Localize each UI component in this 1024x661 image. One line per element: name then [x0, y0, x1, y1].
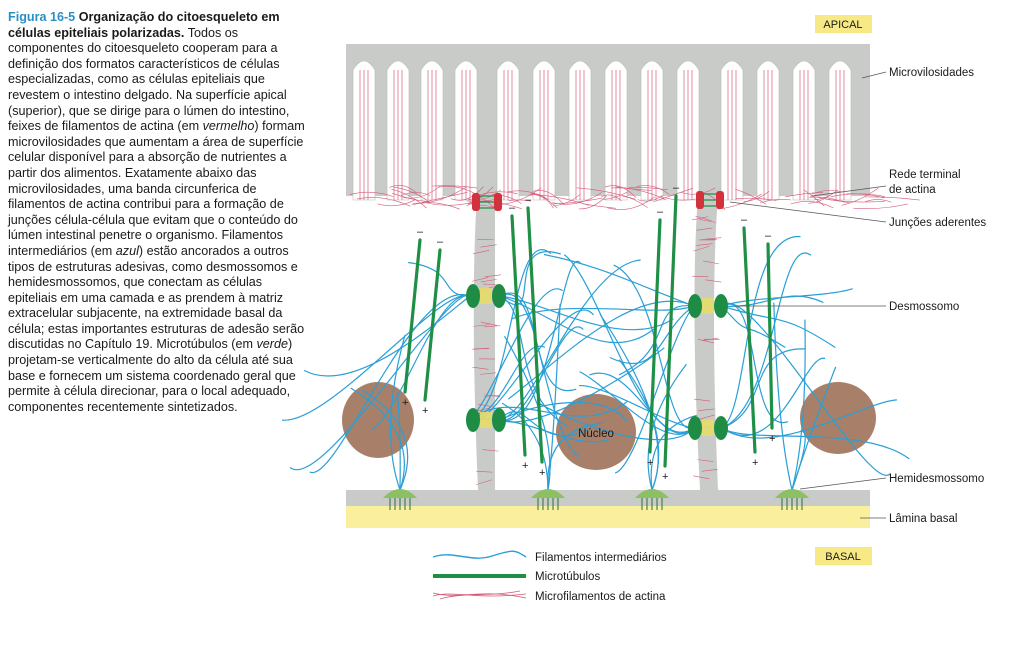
- label-terminal-web-1: Rede terminal: [889, 169, 961, 181]
- minus-end-sign: –: [741, 214, 748, 226]
- adherens-junction: [716, 191, 724, 209]
- desmosome-plaque: [492, 408, 506, 432]
- apical-tag: APICAL: [823, 19, 862, 31]
- legend: Filamentos intermediários Microtúbulos M…: [433, 551, 667, 603]
- label-terminal-web-2: de actina: [889, 184, 936, 196]
- plus-end-sign: +: [662, 471, 668, 483]
- desmosome-core: [702, 420, 714, 436]
- basal-lamina: [346, 506, 870, 528]
- plus-end-sign: +: [539, 467, 545, 479]
- label-hemidesmosome: Hemidesmossomo: [889, 473, 984, 485]
- desmosome-plaque: [466, 284, 480, 308]
- plus-end-sign: +: [422, 405, 428, 417]
- desmosome-plaque: [492, 284, 506, 308]
- plus-end-sign: +: [769, 433, 775, 445]
- basal-tag: BASAL: [825, 551, 860, 563]
- adherens-junction: [472, 193, 480, 211]
- minus-end-sign: –: [657, 206, 664, 218]
- minus-end-sign: –: [437, 236, 444, 248]
- plus-end-sign: +: [402, 397, 408, 409]
- label-basal-lamina: Lâmina basal: [889, 513, 957, 525]
- minus-end-sign: –: [765, 230, 772, 242]
- minus-end-sign: –: [417, 226, 424, 238]
- desmosome-plaque: [688, 294, 702, 318]
- legend-label-actin: Microfilamentos de actina: [535, 591, 666, 603]
- legend-swatch-actin: [433, 591, 526, 599]
- plus-end-sign: +: [752, 457, 758, 469]
- desmosome-plaque: [466, 408, 480, 432]
- basal-membrane: [346, 498, 870, 506]
- desmosome-core: [480, 288, 492, 304]
- label-desmosome: Desmossomo: [889, 301, 959, 313]
- adherens-junction: [696, 191, 704, 209]
- legend-swatch-intermediate: [433, 551, 526, 558]
- desmosome-plaque: [714, 294, 728, 318]
- minus-end-sign: –: [525, 194, 532, 206]
- desmosome-plaque: [688, 416, 702, 440]
- label-microvilli: Microvilosidades: [889, 67, 974, 79]
- label-adherens: Junções aderentes: [889, 217, 986, 229]
- desmosome-core: [702, 298, 714, 314]
- legend-label-intermediate: Filamentos intermediários: [535, 552, 667, 564]
- nucleus-right: [800, 382, 876, 454]
- plus-end-sign: +: [522, 460, 528, 472]
- minus-end-sign: –: [673, 182, 680, 194]
- legend-label-microtubule: Microtúbulos: [535, 571, 600, 583]
- desmosome-plaque: [714, 416, 728, 440]
- minus-end-sign: –: [509, 202, 516, 214]
- desmosome-core: [480, 412, 492, 428]
- cell-layer: [342, 44, 876, 528]
- plus-end-sign: +: [647, 457, 653, 469]
- adherens-junction: [494, 193, 502, 211]
- nucleus-label: Núcleo: [578, 428, 614, 440]
